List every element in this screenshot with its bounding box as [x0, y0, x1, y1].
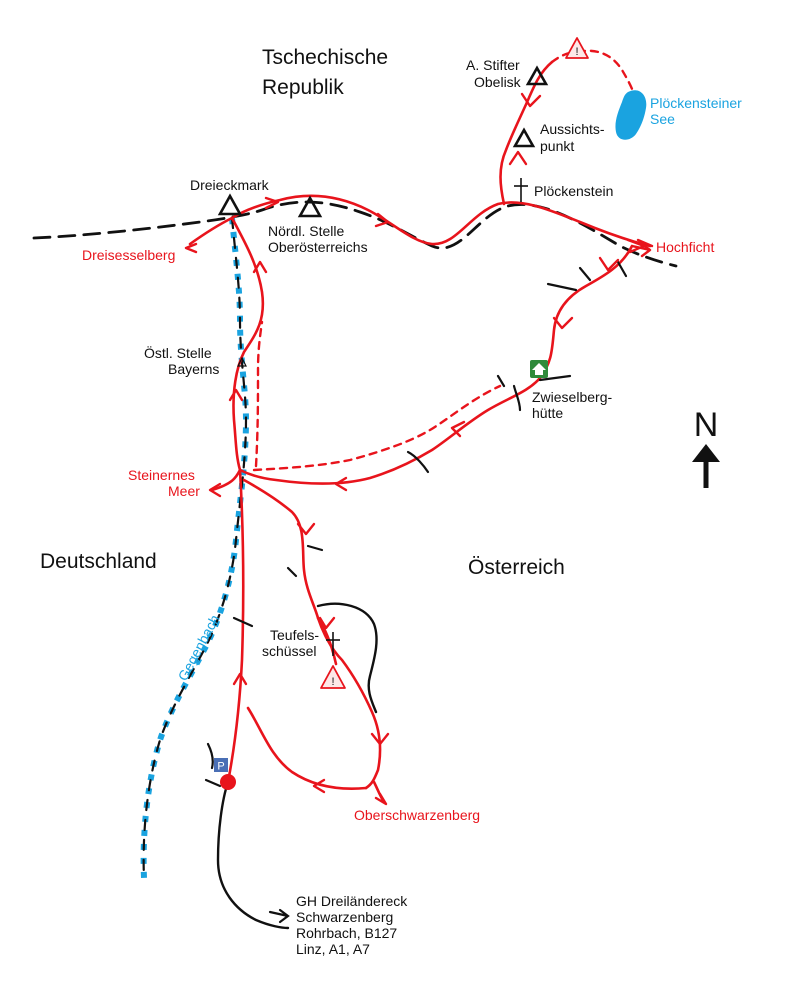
oestl-label-line2: Bayerns — [168, 361, 219, 377]
country-czech-line2: Republik — [262, 76, 344, 99]
noerdl-label-line2: Oberösterreichs — [268, 239, 368, 255]
road-destination-line4: Linz, A1, A7 — [296, 941, 370, 957]
parking-icon: P — [214, 758, 228, 773]
road-teufel-loop — [316, 602, 378, 714]
trail-ploeckenstein-to-dreieck-west — [188, 216, 234, 246]
crossing-ticks — [204, 260, 628, 788]
dreieckmark-label: Dreieckmark — [190, 177, 270, 193]
trail-teufel-branch — [316, 616, 338, 666]
trail-dashed-bayern — [254, 320, 264, 468]
noerdl-label-line1: Nördl. Stelle — [268, 223, 344, 239]
ploeckenstein-cross-icon — [514, 178, 528, 202]
aussicht-label-line1: Aussichts- — [540, 121, 605, 137]
lake-label-line1: Plöckensteiner — [650, 95, 742, 111]
hochficht-label: Hochficht — [656, 239, 714, 255]
aussichtspunkt-peak-icon — [512, 127, 536, 148]
trail-north-loop — [230, 194, 652, 248]
trail-ploeckenstein-climb — [499, 60, 554, 206]
trail-dashed-lake — [576, 49, 636, 96]
trail-dashed-east-west — [252, 384, 502, 472]
road-to-parking — [216, 780, 290, 930]
border-czech — [32, 200, 678, 268]
border-germany-austria — [142, 216, 248, 880]
teufel-label-line2: schüssel — [262, 643, 316, 659]
start-point-marker — [220, 774, 236, 790]
road-destination-line1: GH Dreiländereck — [296, 893, 408, 909]
svg-text:!: ! — [575, 46, 578, 58]
svg-text:P: P — [217, 761, 224, 773]
ploeckenstein-label: Plöckenstein — [534, 183, 613, 199]
north-arrow: N — [692, 406, 720, 488]
svg-text:!: ! — [331, 676, 334, 688]
hochficht-arrow — [630, 242, 652, 258]
warning-icon-teufel: ! — [320, 665, 346, 689]
country-czech-line1: Tschechische — [262, 46, 388, 69]
stifter-label-line1: A. Stifter — [466, 57, 520, 73]
trail-south-main — [226, 468, 245, 784]
oestl-label-line1: Östl. Stelle — [144, 344, 212, 361]
road-destination-line2: Schwarzenberg — [296, 909, 393, 925]
oestl-stelle-peak-icon — [237, 356, 247, 367]
trail-direction-arrows — [184, 92, 654, 806]
dreisesselberg-label: Dreisesselberg — [82, 247, 175, 263]
lake-label-line2: See — [650, 111, 675, 127]
warning-icon-north: ! — [565, 37, 589, 59]
trail-hochficht-to-zwiesel — [238, 244, 634, 485]
road-destination-line3: Rohrbach, B127 — [296, 925, 397, 941]
aussicht-label-line2: punkt — [540, 138, 574, 154]
zwieselberghuette-hut-icon — [530, 360, 548, 378]
stifter-label-line2: Obelisk — [474, 74, 522, 90]
teufel-label-line1: Teufels- — [270, 627, 319, 643]
oberschwarzenberg-label: Oberschwarzenberg — [354, 807, 480, 823]
stifter-obelisk-peak-icon — [525, 65, 549, 86]
ploeckensteiner-see-lake — [615, 90, 647, 140]
steinernes-label-line2: Meer — [168, 483, 200, 499]
dreieckmark-peak-icon — [217, 193, 243, 216]
road-destination-arrow — [268, 908, 290, 924]
gegenbach-label: Gegenbach — [175, 612, 223, 683]
noerdl-stelle-peak-icon — [297, 195, 323, 218]
svg-text:N: N — [694, 406, 719, 444]
country-austria: Österreich — [468, 556, 565, 579]
trail-to-teufel — [242, 478, 382, 790]
teufelsschuessel-cross-icon — [326, 632, 340, 656]
steinernes-label-line1: Steinernes — [128, 467, 195, 483]
zwiesel-label-line1: Zwieselberg- — [532, 389, 612, 405]
country-germany: Deutschland — [40, 550, 157, 573]
zwiesel-label-line2: hütte — [532, 405, 563, 421]
trail-south-loop-west — [246, 706, 368, 790]
